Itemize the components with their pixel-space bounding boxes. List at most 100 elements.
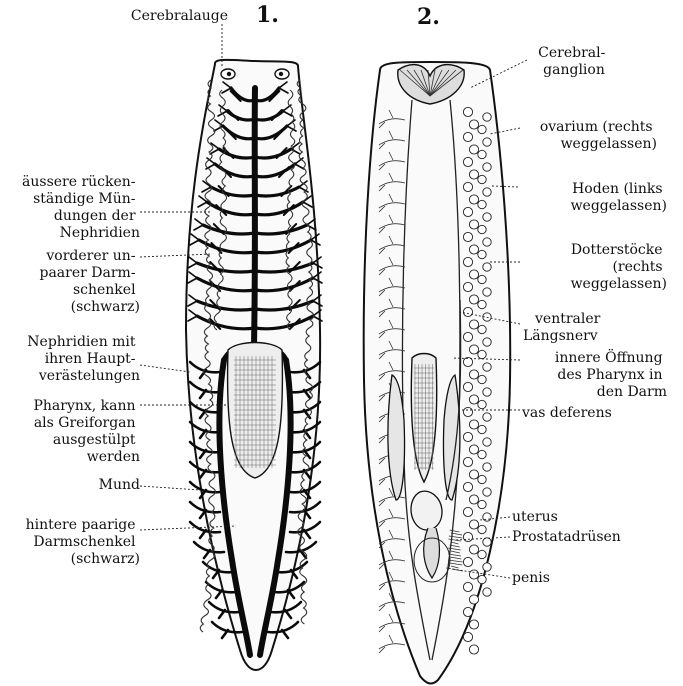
- label-cerebralganglion: Cerebral- ganglion: [538, 45, 610, 78]
- gonad-follicle: [478, 325, 486, 333]
- gonad-follicle: [469, 645, 478, 654]
- gonad-follicle: [463, 557, 472, 566]
- label-penis: penis: [512, 570, 550, 586]
- gonad-follicle: [469, 195, 478, 204]
- gonad-follicle: [463, 432, 472, 441]
- gonad-follicle: [469, 495, 478, 504]
- gonad-follicle: [483, 213, 491, 221]
- gonad-follicle: [469, 595, 478, 604]
- gonad-follicle: [483, 413, 491, 421]
- gonad-follicle: [478, 350, 486, 358]
- gonad-follicle: [463, 157, 472, 166]
- figure-1-number: 1.: [256, 2, 279, 28]
- gonad-follicle: [469, 295, 478, 304]
- gonad-follicle: [469, 395, 478, 404]
- gonad-follicle: [463, 382, 472, 391]
- label-nephridien-aeste: Nephridien mit ihren Haupt- verästelunge…: [27, 334, 140, 384]
- gonad-follicle: [469, 445, 478, 454]
- label-uterus: uterus: [512, 509, 558, 525]
- gonad-follicle: [478, 125, 486, 133]
- gonad-follicle: [463, 232, 472, 241]
- gonad-follicle: [463, 457, 472, 466]
- gonad-follicle: [469, 170, 478, 179]
- gonad-follicle: [483, 138, 491, 146]
- gonad-follicle: [483, 538, 491, 546]
- label-hoden: Hoden (links weggelassen): [571, 181, 667, 214]
- gonad-follicle: [483, 263, 491, 271]
- gonad-follicle: [469, 570, 478, 579]
- gonad-follicle: [463, 307, 472, 316]
- gonad-follicle: [463, 132, 472, 141]
- gonad-follicle: [483, 388, 491, 396]
- gonad-follicle: [478, 550, 486, 558]
- gonad-follicle: [463, 332, 472, 341]
- gonad-follicle: [478, 250, 486, 258]
- gonad-follicle: [483, 563, 491, 571]
- gonad-follicle: [483, 463, 491, 471]
- label-pharynx-oeffnung: innere Öffnung des Pharynx in den Darm: [555, 348, 667, 400]
- gonad-follicle: [483, 238, 491, 246]
- gonad-follicle: [469, 545, 478, 554]
- figure-2-number: 2.: [417, 4, 440, 30]
- gonad-follicle: [478, 275, 486, 283]
- gonad-follicle: [478, 300, 486, 308]
- label-mund: Mund: [99, 477, 140, 493]
- label-nephridien-muendungen: äussere rücken- ständige Mün- dungen der…: [22, 174, 140, 241]
- gonad-follicle: [469, 270, 478, 279]
- gonad-follicle: [483, 288, 491, 296]
- gonad-follicle: [469, 245, 478, 254]
- gonad-follicle: [478, 175, 486, 183]
- gonad-follicle: [478, 475, 486, 483]
- label-prostatadruesen: Prostatadrüsen: [512, 529, 621, 545]
- gonad-follicle: [469, 145, 478, 154]
- figure-1-illustration: [186, 60, 322, 670]
- gonad-follicle: [483, 338, 491, 346]
- label-pharynx: Pharynx, kann als Greiforgan ausgestülpt…: [33, 398, 140, 465]
- gonad-follicle: [463, 507, 472, 516]
- label-ovarium: ovarium (rechts weggelassen): [540, 119, 657, 152]
- gonad-follicle: [478, 425, 486, 433]
- anterior-gut-trunk: [254, 88, 255, 345]
- label-laengsnerv: ventraler Längsnerv: [523, 311, 605, 344]
- gonad-follicle: [478, 375, 486, 383]
- label-dotterstoecke: Dotterstöcke (rechts weggelassen): [571, 242, 667, 292]
- gonad-follicle: [483, 513, 491, 521]
- label-vorderer-darmschenkel: vorderer un- paarer Darm- schenkel (schw…: [40, 248, 141, 315]
- leader-line: [140, 486, 200, 490]
- gonad-follicle: [469, 220, 478, 229]
- cerebral-eye-right-pupil: [279, 72, 283, 76]
- gonad-follicle: [463, 207, 472, 216]
- figure-2-illustration: [364, 62, 511, 683]
- gonad-follicle: [469, 370, 478, 379]
- gonad-follicle: [463, 182, 472, 191]
- leader-line: [140, 365, 190, 372]
- gonad-follicle: [463, 532, 472, 541]
- gonad-follicle: [483, 588, 491, 596]
- gonad-follicle: [478, 400, 486, 408]
- gonad-follicle: [469, 320, 478, 329]
- gonad-follicle: [478, 150, 486, 158]
- gonad-follicle: [463, 582, 472, 591]
- uterus: [411, 491, 442, 530]
- gonad-follicle: [463, 607, 472, 616]
- branch: [379, 635, 405, 653]
- gonad-follicle: [463, 257, 472, 266]
- gonad-follicle: [478, 225, 486, 233]
- gonad-follicle: [478, 575, 486, 583]
- gonad-follicle: [483, 363, 491, 371]
- gonad-follicle: [483, 438, 491, 446]
- gonad-follicle: [469, 520, 478, 529]
- gonad-follicle: [469, 420, 478, 429]
- gonad-follicle: [469, 345, 478, 354]
- gonad-follicle: [463, 482, 472, 491]
- gonad-follicle: [463, 407, 472, 416]
- gonad-follicle: [463, 632, 472, 641]
- gonad-follicle: [463, 282, 472, 291]
- gonad-follicle: [478, 500, 486, 508]
- gonad-follicle: [463, 107, 472, 116]
- gonad-follicle: [478, 200, 486, 208]
- gonad-follicle: [483, 188, 491, 196]
- gonad-follicle: [469, 120, 478, 129]
- label-cerebralauge: Cerebralauge: [131, 8, 228, 24]
- cerebral-eye-left-pupil: [227, 72, 231, 76]
